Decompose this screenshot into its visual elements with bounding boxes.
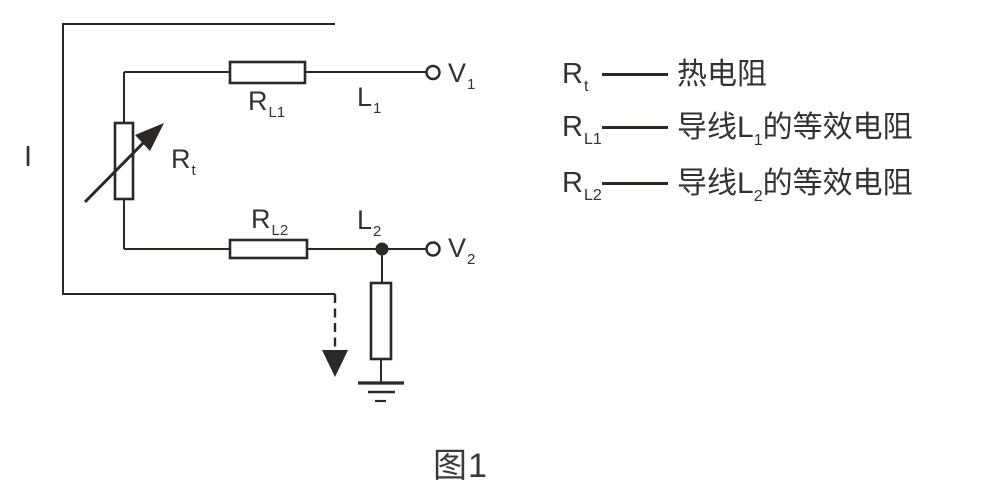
legend-symbol-rl1-main: R bbox=[562, 111, 583, 143]
terminal-v2-label-sub: 2 bbox=[467, 251, 476, 268]
legend-desc-rt: 热电阻 bbox=[677, 58, 767, 91]
wire-l1-label-sub: 1 bbox=[373, 100, 382, 117]
terminal-v1-label-sub: 1 bbox=[467, 76, 476, 93]
variable-arrow-shaft bbox=[83, 132, 154, 204]
terminal-v1-label-main: V bbox=[448, 58, 467, 88]
legend-row-rt: Rt 热电阻 bbox=[562, 58, 767, 95]
current-direction-arrowhead-icon bbox=[322, 350, 348, 377]
legend-symbol-rl2-main: R bbox=[562, 167, 583, 199]
thermistor-label-main: R bbox=[171, 144, 191, 174]
resistor-rl1-label: RL1 bbox=[248, 86, 285, 121]
terminal-v1-label: V1 bbox=[448, 58, 475, 93]
legend-row-rl2: RL2 导线L2的等效电阻 bbox=[562, 167, 913, 205]
legend-desc-rt-pre: 热电阻 bbox=[677, 58, 767, 91]
figure-caption: 图1 bbox=[433, 447, 488, 485]
legend-symbol-rl1-sub: L1 bbox=[583, 131, 602, 148]
thermistor-label: Rt bbox=[171, 144, 196, 179]
legend-symbol-rl2: RL2 bbox=[562, 167, 602, 204]
resistor-shunt bbox=[369, 281, 393, 361]
legend-desc-rl2: 导线L2的等效电阻 bbox=[677, 167, 913, 205]
legend-dash-icon bbox=[602, 126, 668, 129]
legend-symbol-rl1: RL1 bbox=[562, 111, 602, 148]
legend-desc-rl2-pre: 导线L bbox=[677, 167, 754, 200]
resistor-RL1 bbox=[228, 60, 307, 85]
resistor-Rt bbox=[113, 121, 135, 201]
terminal-V2-icon bbox=[425, 241, 441, 257]
legend-desc-rl2-sub: 2 bbox=[753, 188, 763, 205]
legend-desc-rl2-post: 的等效电阻 bbox=[762, 167, 913, 200]
terminal-v2-label-main: V bbox=[448, 233, 467, 263]
variable-arrowhead-icon bbox=[135, 123, 164, 151]
legend-symbol-rt-sub: t bbox=[583, 78, 589, 95]
ground-icon bbox=[358, 381, 404, 403]
legend-symbol-rt-main: R bbox=[562, 58, 583, 90]
resistor-rl1-label-main: R bbox=[248, 86, 268, 116]
legend-desc-rl1-pre: 导线L bbox=[677, 111, 754, 144]
legend-dash-icon bbox=[602, 182, 668, 185]
wire-shunt bbox=[380, 249, 383, 383]
legend-desc-rl1-sub: 1 bbox=[753, 132, 763, 149]
legend-symbol-rt: Rt bbox=[562, 58, 602, 95]
resistor-rl2-label-main: R bbox=[251, 204, 271, 234]
legend-desc-rl1: 导线L1的等效电阻 bbox=[677, 111, 913, 149]
terminal-v2-label: V2 bbox=[448, 233, 475, 268]
resistor-RL2 bbox=[228, 238, 309, 260]
legend-symbol-rl2-sub: L2 bbox=[583, 187, 602, 204]
wire-l2-label-sub: 2 bbox=[373, 223, 382, 240]
legend-dash-icon bbox=[602, 73, 668, 76]
legend-row-rl1: RL1 导线L1的等效电阻 bbox=[562, 111, 913, 149]
resistor-rl2-label-sub: L2 bbox=[271, 222, 289, 239]
resistor-rl1-label-sub: L1 bbox=[268, 104, 286, 121]
wire-l1-label-main: L bbox=[357, 82, 373, 112]
thermistor-label-sub: t bbox=[191, 162, 196, 179]
wire-l2-label-main: L bbox=[357, 205, 373, 235]
wire-l1-label: L1 bbox=[357, 82, 381, 117]
current-label: I bbox=[24, 141, 33, 173]
current-loop-wire bbox=[62, 23, 335, 295]
wire-l2-label: L2 bbox=[357, 205, 381, 240]
legend-desc-rl1-post: 的等效电阻 bbox=[762, 111, 913, 144]
terminal-V1-icon bbox=[425, 64, 441, 81]
resistor-rl2-label: RL2 bbox=[251, 204, 288, 239]
